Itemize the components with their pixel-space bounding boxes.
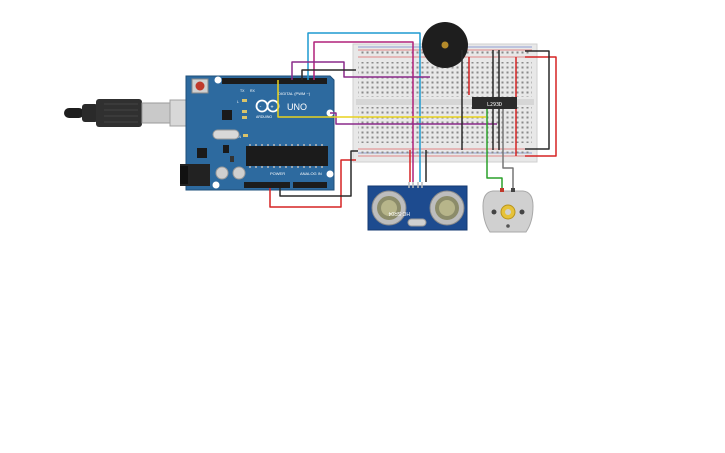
digital-label: DIGITAL (PWM ~) xyxy=(278,91,311,96)
voltage-regulator xyxy=(197,148,207,158)
power-jack xyxy=(180,164,210,186)
arduino-uno-board[interactable]: TX RX DIGITAL (PWM ~) - + UNO ARDUINO L … xyxy=(180,75,335,191)
capacitors xyxy=(215,166,246,180)
wire-gray-motor[interactable] xyxy=(502,109,514,190)
board-model-label: UNO xyxy=(287,102,307,112)
wire-black-top[interactable] xyxy=(301,69,356,80)
wire-green-motor[interactable] xyxy=(486,109,503,190)
usb-chip xyxy=(222,110,232,120)
led-on xyxy=(243,134,248,137)
crystal-oscillator xyxy=(212,129,240,140)
power-header[interactable] xyxy=(244,182,290,188)
wire-cyan[interactable] xyxy=(307,32,421,182)
piezo-buzzer[interactable] xyxy=(422,22,468,68)
sensor-transducer-right xyxy=(429,190,465,226)
wire-magenta[interactable] xyxy=(313,41,414,182)
ic-label: L293D xyxy=(487,102,502,108)
wire-red-rail[interactable] xyxy=(525,56,557,157)
analog-header[interactable] xyxy=(293,182,327,188)
motor-terminal-2[interactable] xyxy=(511,188,515,192)
sensor-label: HC-SR04 xyxy=(388,210,410,216)
board-brand-label: ARDUINO xyxy=(256,115,272,119)
led-tx xyxy=(242,110,247,113)
wire-red-power[interactable] xyxy=(269,159,356,208)
l293d-motor-driver-ic[interactable]: L293D xyxy=(472,97,517,109)
analog-label: ANALOG IN xyxy=(300,171,322,176)
led-l xyxy=(242,99,247,102)
power-label: POWER xyxy=(270,171,285,176)
svg-text:+: + xyxy=(271,105,274,111)
led-label-l: L xyxy=(237,100,239,104)
digital-header[interactable] xyxy=(222,78,327,84)
pin-label-rx: RX xyxy=(250,89,256,93)
buzzer-center xyxy=(441,41,449,49)
sensor-crystal xyxy=(407,218,427,227)
svg-text:-: - xyxy=(259,104,262,110)
wires[interactable] xyxy=(269,32,557,208)
wire-purple-ic[interactable] xyxy=(330,112,497,125)
atmega-chip xyxy=(246,144,328,168)
wire-black-gnd[interactable] xyxy=(279,150,358,197)
wire-yellow[interactable] xyxy=(277,80,486,118)
wire-purple-buzzer[interactable] xyxy=(291,61,430,80)
motor-terminal-1[interactable] xyxy=(500,188,504,192)
sensor-transducer-left xyxy=(371,190,407,226)
pin-label-tx: TX xyxy=(240,89,245,93)
ultrasonic-sensor[interactable]: HC-SR04 xyxy=(367,182,468,231)
reset-button[interactable] xyxy=(191,78,209,94)
dc-motor[interactable] xyxy=(482,188,534,233)
wire-black-rail[interactable] xyxy=(525,50,550,150)
led-rx xyxy=(242,116,247,119)
